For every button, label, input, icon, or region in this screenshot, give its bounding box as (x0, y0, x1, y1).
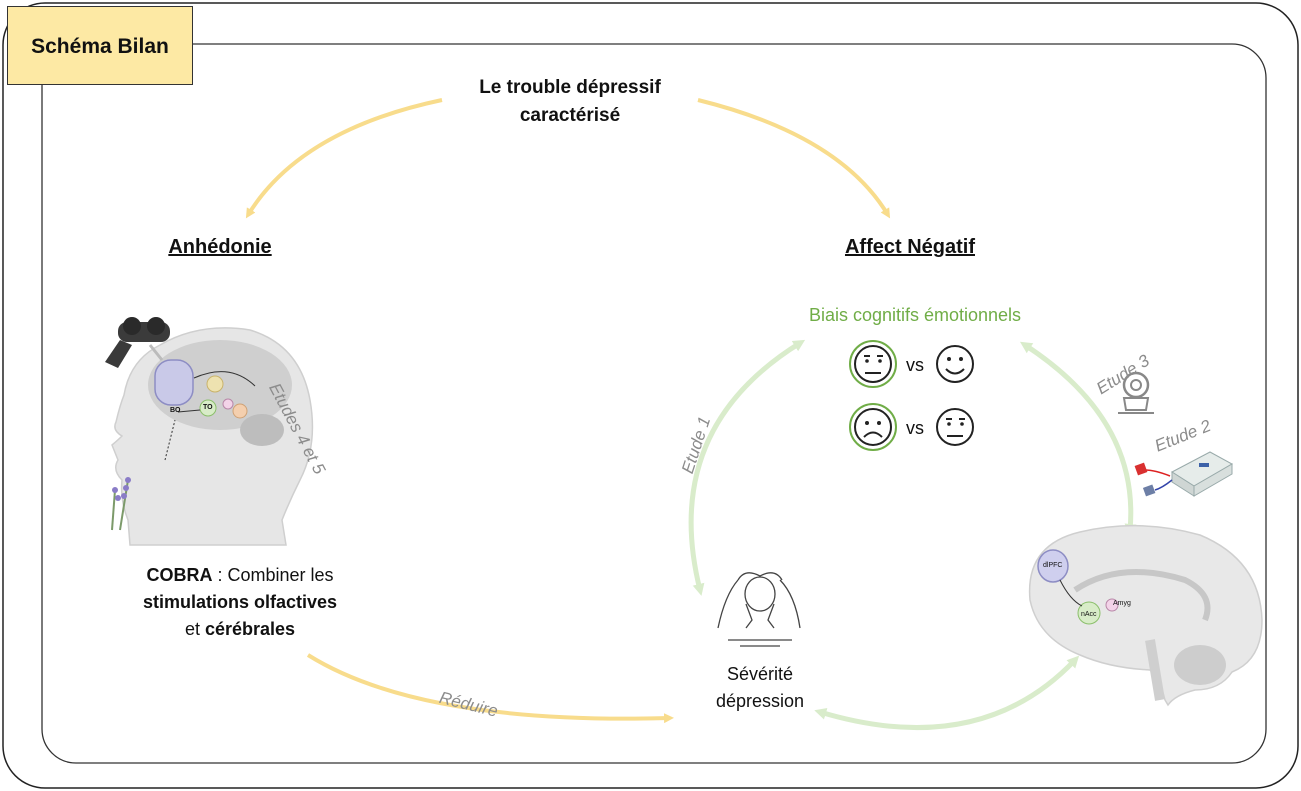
cobra-line3-pre: et (184, 619, 205, 639)
cobra-line2: stimulations olfactives (142, 592, 338, 612)
cobra-line3-bold: cérébrales (204, 619, 296, 639)
cobra-line3: et cérébrales (125, 616, 355, 643)
schema-bilan-label: Schéma Bilan (31, 35, 169, 58)
mri-scanner-icon (1118, 371, 1154, 414)
severite-line1: Sévérité (726, 664, 794, 684)
biais-cognitifs-label: Biais cognitifs émotionnels (808, 305, 1022, 325)
arrow-severity-brain (814, 655, 1080, 731)
severite-depression-label: Sévérité dépression (690, 661, 830, 715)
brain-label-amyg: Amyg (1113, 600, 1131, 607)
arrow-top-to-affect (697, 98, 891, 219)
tdcs-device-icon (1134, 451, 1234, 497)
top-title-line2: caractérisé (519, 105, 621, 126)
schema-bilan-tag: Schéma Bilan (7, 6, 193, 85)
face-neutral-1 (849, 340, 897, 388)
face-neutral-2 (936, 408, 974, 446)
depressed-person-sketch (717, 572, 801, 647)
heading-anhedonie: Anhédonie (168, 236, 272, 258)
vs-label-2: vs (906, 418, 924, 438)
arrow-etude1 (688, 339, 806, 596)
arrow-etude3 (1019, 341, 1137, 536)
cobra-line1-rest: : Combiner les (212, 565, 334, 585)
brain-label-nacc: nAcc (1081, 611, 1097, 618)
heading-affect-negatif: Affect Négatif (844, 236, 975, 258)
face-sad (849, 403, 897, 451)
severite-line2: dépression (715, 691, 805, 711)
cobra-text: COBRA : Combiner les stimulations olfact… (125, 562, 355, 643)
brain-label-bo: BO (170, 407, 181, 414)
brain-label-dlpfc: dlPFC (1043, 562, 1063, 569)
top-title: Le trouble dépressif caractérisé (440, 74, 700, 130)
arrow-top-to-anhedonie (245, 98, 443, 219)
arrow-reduire (306, 653, 674, 724)
sagittal-brain-illustration (1028, 524, 1263, 707)
head-brain-illustration (105, 317, 314, 546)
brain-label-to: TO (203, 404, 213, 411)
face-happy (936, 345, 974, 383)
vs-label-1: vs (906, 355, 924, 375)
inner-frame (41, 43, 1267, 764)
cobra-line1: COBRA : Combiner les (125, 562, 355, 589)
cobra-acronym: COBRA (146, 565, 213, 585)
top-title-line1: Le trouble dépressif (479, 77, 661, 98)
